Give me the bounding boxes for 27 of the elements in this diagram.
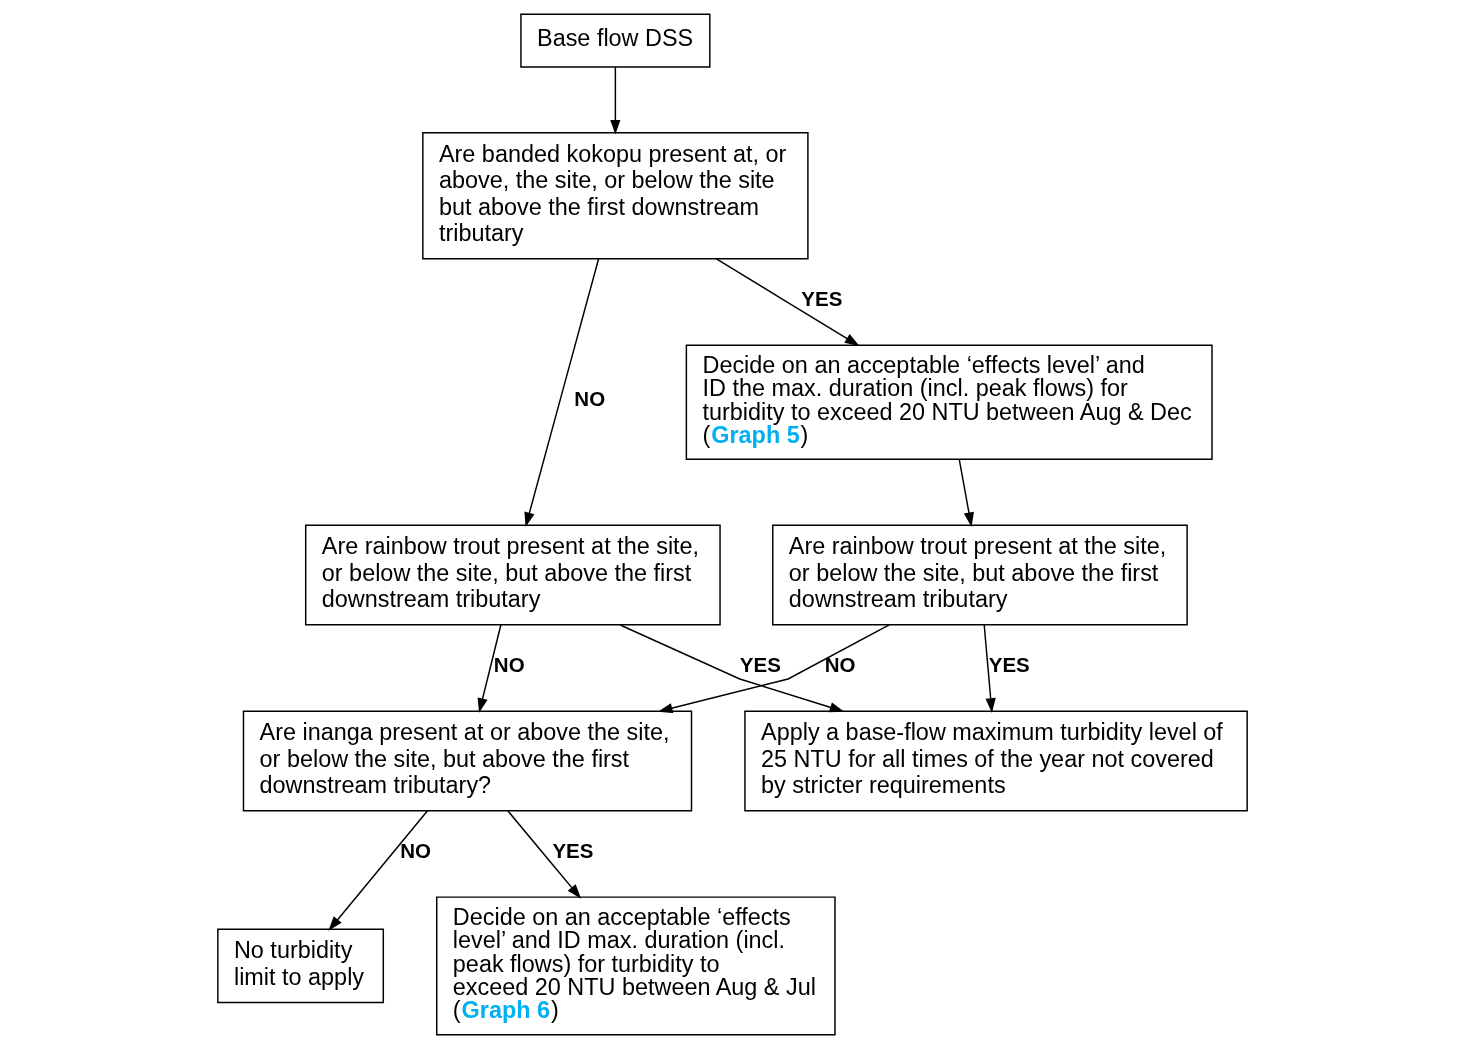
edge-label: NO — [824, 652, 855, 676]
edge-label: YES — [739, 652, 781, 676]
node-box: Are rainbow trout present at the site, or below the site, but above the first downstream tributary — [304, 524, 721, 626]
arrow — [477, 624, 502, 713]
arrow — [609, 66, 620, 135]
edge-label: YES — [800, 286, 842, 310]
arrow — [523, 258, 599, 528]
node-box: Base flow DSS — [519, 13, 711, 68]
edge-label: NO — [573, 387, 605, 411]
arrow — [715, 258, 859, 347]
node-box: Are rainbow trout present at the site, or below the site, but above the first downstream tributary — [771, 524, 1188, 626]
node-box: Decide on an acceptable ‘effects level’ and ID max. duration (incl. peak flows) for turbidity to exceed 20 NTU between Aug & Jul (Graph 6) — [435, 896, 836, 1036]
arrow — [958, 459, 974, 528]
node-box: Decide on an acceptable ‘effects level’ and ID the max. duration (incl. peak flows) for turbidity to exceed 20 NTU between Aug & Dec (Graph 5) — [685, 344, 1213, 461]
edge-label: YES — [988, 652, 1030, 676]
node-box: Are banded kokopu present at, or above, the site, or below the site but above the first downstream tributary — [421, 132, 809, 260]
node-box: Are inanga present at or above the site, or below the site, but above the first downstream tributary? — [242, 710, 692, 812]
node-box: No turbidity limit to apply — [216, 928, 384, 1004]
node-box: Apply a base-flow maximum turbidity level of 25 NTU for all times of the year not covered by stricter requirements — [743, 710, 1248, 812]
arrow — [327, 810, 428, 931]
arrow — [983, 624, 996, 713]
arrow — [619, 624, 844, 713]
arrow — [657, 624, 890, 714]
arrow — [506, 810, 581, 899]
edge-label: YES — [551, 838, 593, 862]
edge-label: NO — [399, 838, 431, 862]
edge-label: NO — [493, 652, 525, 676]
